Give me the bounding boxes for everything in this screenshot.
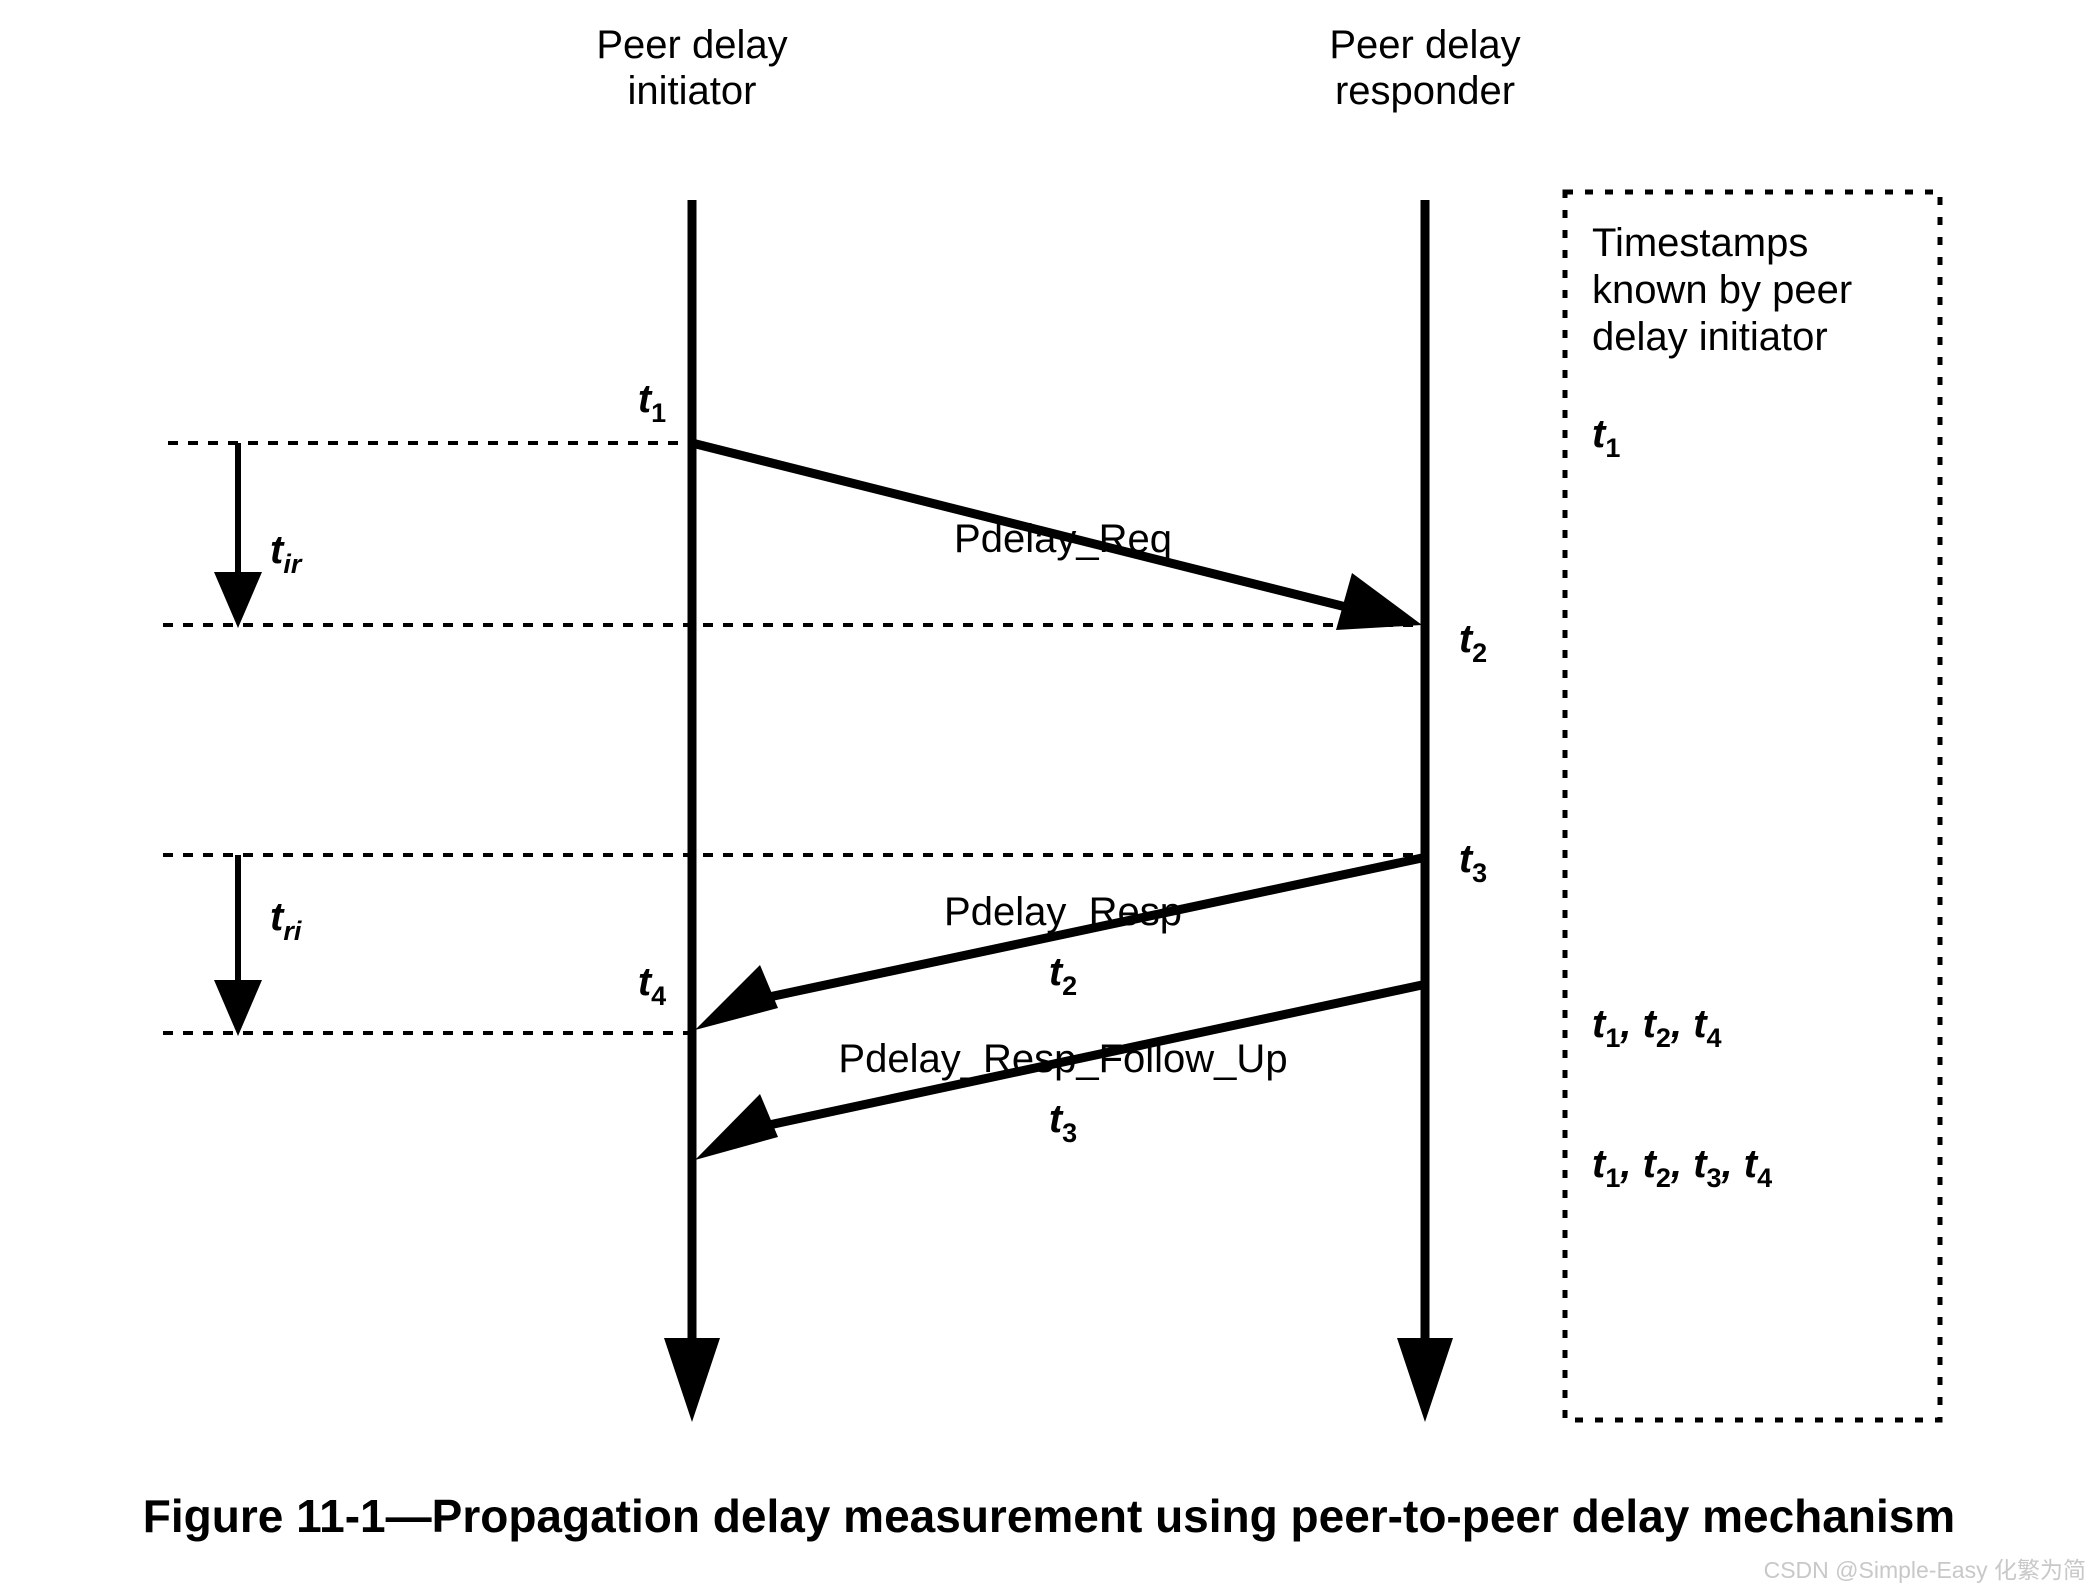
timestamps-box-entry-2: t1, t2, t4 [1592,1002,1722,1053]
lane-header-initiator-line2: initiator [628,69,757,113]
interval-tri-arrowhead [214,980,262,1036]
timestamp-marker-t4: t4 [638,960,666,1011]
message-pdelay-resp-follow-up-arrowhead [695,1094,778,1160]
message-pdelay-resp-arrowhead [695,965,778,1030]
figure-caption: Figure 11-1—Propagation delay measuremen… [143,1490,1955,1542]
interval-tri: tri [214,855,302,1036]
interval-tri-label: tri [270,895,302,946]
lane-header-responder-line1: Peer delay [1329,23,1520,67]
interval-tir-label: tir [270,528,303,579]
message-pdelay-resp: Pdelay_Resp t2 [695,853,1423,1030]
message-pdelay-resp-follow-up: Pdelay_Resp_Follow_Up t3 [695,980,1423,1160]
message-pdelay-resp-payload: t2 [1049,950,1077,1001]
timestamps-known-box: Timestamps known by peer delay initiator… [1562,189,1943,1423]
message-pdelay-req-label: Pdelay_Req [954,517,1172,561]
lifeline-responder [1397,200,1453,1422]
message-pdelay-req-shaft [690,438,1352,613]
lane-header-responder-line2: responder [1335,69,1515,113]
lifeline-initiator-arrowhead [664,1338,720,1422]
message-pdelay-resp-follow-up-shaft [754,980,1423,1133]
timestamp-marker-t1: t1 [638,377,666,428]
watermark: CSDN @Simple-Easy 化繁为简 [1764,1557,2086,1583]
message-pdelay-req: Pdelay_Req [690,438,1422,630]
lifeline-initiator [664,200,720,1422]
message-pdelay-resp-follow-up-payload: t3 [1049,1097,1077,1148]
lane-header-responder: Peer delay responder [1329,23,1520,113]
interval-tir-arrowhead [214,572,262,628]
timestamps-box-entry-3: t1, t2, t3, t4 [1592,1142,1772,1193]
timestamps-box-title-line1: Timestamps [1592,221,1808,265]
lane-header-initiator-line1: Peer delay [596,23,787,67]
timestamps-box-title-line2: known by peer [1592,268,1852,312]
message-pdelay-resp-shaft [754,853,1423,1005]
timestamp-marker-t2: t2 [1459,617,1487,668]
timestamps-box-entry-1: t1 [1592,412,1620,463]
timestamp-marker-t3: t3 [1459,837,1487,888]
message-pdelay-resp-follow-up-label: Pdelay_Resp_Follow_Up [838,1037,1287,1081]
interval-tir: tir [214,443,303,628]
timestamps-known-box-border [1562,189,1943,1423]
lifeline-responder-arrowhead [1397,1338,1453,1422]
timestamps-box-title-line3: delay initiator [1592,315,1828,359]
message-pdelay-req-arrowhead [1336,573,1422,630]
message-pdelay-resp-label: Pdelay_Resp [944,890,1182,934]
lane-header-initiator: Peer delay initiator [596,23,787,113]
